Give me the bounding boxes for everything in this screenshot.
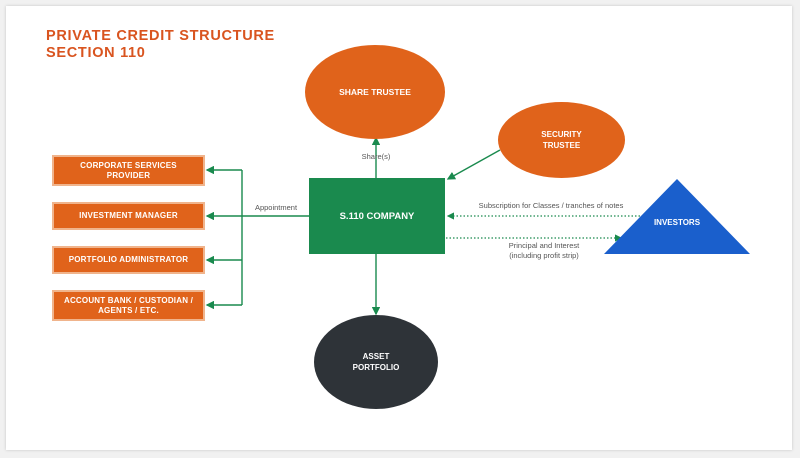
account-bank-box: ACCOUNT BANK / CUSTODIAN / AGENTS / ETC. — [52, 290, 205, 321]
s110-company-node: S.110 COMPANY — [309, 178, 445, 254]
investors-triangle — [604, 179, 750, 254]
appointment-edge-label: Appointment — [254, 203, 298, 212]
portfolio-administrator-box: PORTFOLIO ADMINISTRATOR — [52, 246, 205, 274]
corporate-services-provider-box: CORPORATE SERVICES PROVIDER — [52, 155, 205, 186]
title-line-2: SECTION 110 — [46, 45, 146, 61]
account-bank-label-1: ACCOUNT BANK / CUSTODIAN / — [63, 295, 194, 305]
page-title: PRIVATE CREDIT STRUCTURE SECTION 110 — [46, 28, 275, 62]
asset-portfolio-node: ASSET PORTFOLIO — [314, 315, 438, 409]
share-trustee-node: SHARE TRUSTEE — [305, 45, 445, 139]
share-trustee-label: SHARE TRUSTEE — [339, 87, 411, 97]
corporate-services-label-2: PROVIDER — [106, 170, 151, 180]
asset-portfolio-label-1: ASSET — [362, 352, 390, 361]
subscription-edge-label: Subscription for Classes / tranches of n… — [478, 201, 624, 210]
diagram-slide: PRIVATE CREDIT STRUCTURE SECTION 110 SHA… — [6, 6, 792, 450]
shares-edge-label: Share(s) — [361, 152, 391, 161]
security-trustee-label-2: TRUSTEE — [542, 141, 581, 150]
corporate-services-label-1: CORPORATE SERVICES — [80, 160, 177, 170]
portfolio-administrator-label: PORTFOLIO ADMINISTRATOR — [68, 255, 189, 264]
edge-security-trustee-to-company — [446, 149, 501, 180]
investment-manager-box: INVESTMENT MANAGER — [52, 202, 205, 230]
investment-manager-label: INVESTMENT MANAGER — [79, 211, 178, 220]
investors-label: INVESTORS — [653, 217, 701, 227]
principal-interest-line-1: Principal and Interest — [508, 241, 580, 250]
s110-company-label: S.110 COMPANY — [339, 210, 415, 222]
account-bank-label-2: AGENTS / ETC. — [98, 305, 159, 315]
security-trustee-label-1: SECURITY — [541, 130, 582, 139]
investors-node: INVESTORS — [619, 210, 735, 234]
principal-interest-edge-label: Principal and Interest (including profit… — [484, 241, 604, 261]
security-trustee-node: SECURITY TRUSTEE — [498, 102, 625, 178]
principal-interest-line-2: (including profit strip) — [509, 251, 579, 260]
title-line-1: PRIVATE CREDIT STRUCTURE — [46, 28, 275, 44]
connector-lines — [205, 136, 750, 316]
asset-portfolio-label-2: PORTFOLIO — [352, 363, 400, 372]
